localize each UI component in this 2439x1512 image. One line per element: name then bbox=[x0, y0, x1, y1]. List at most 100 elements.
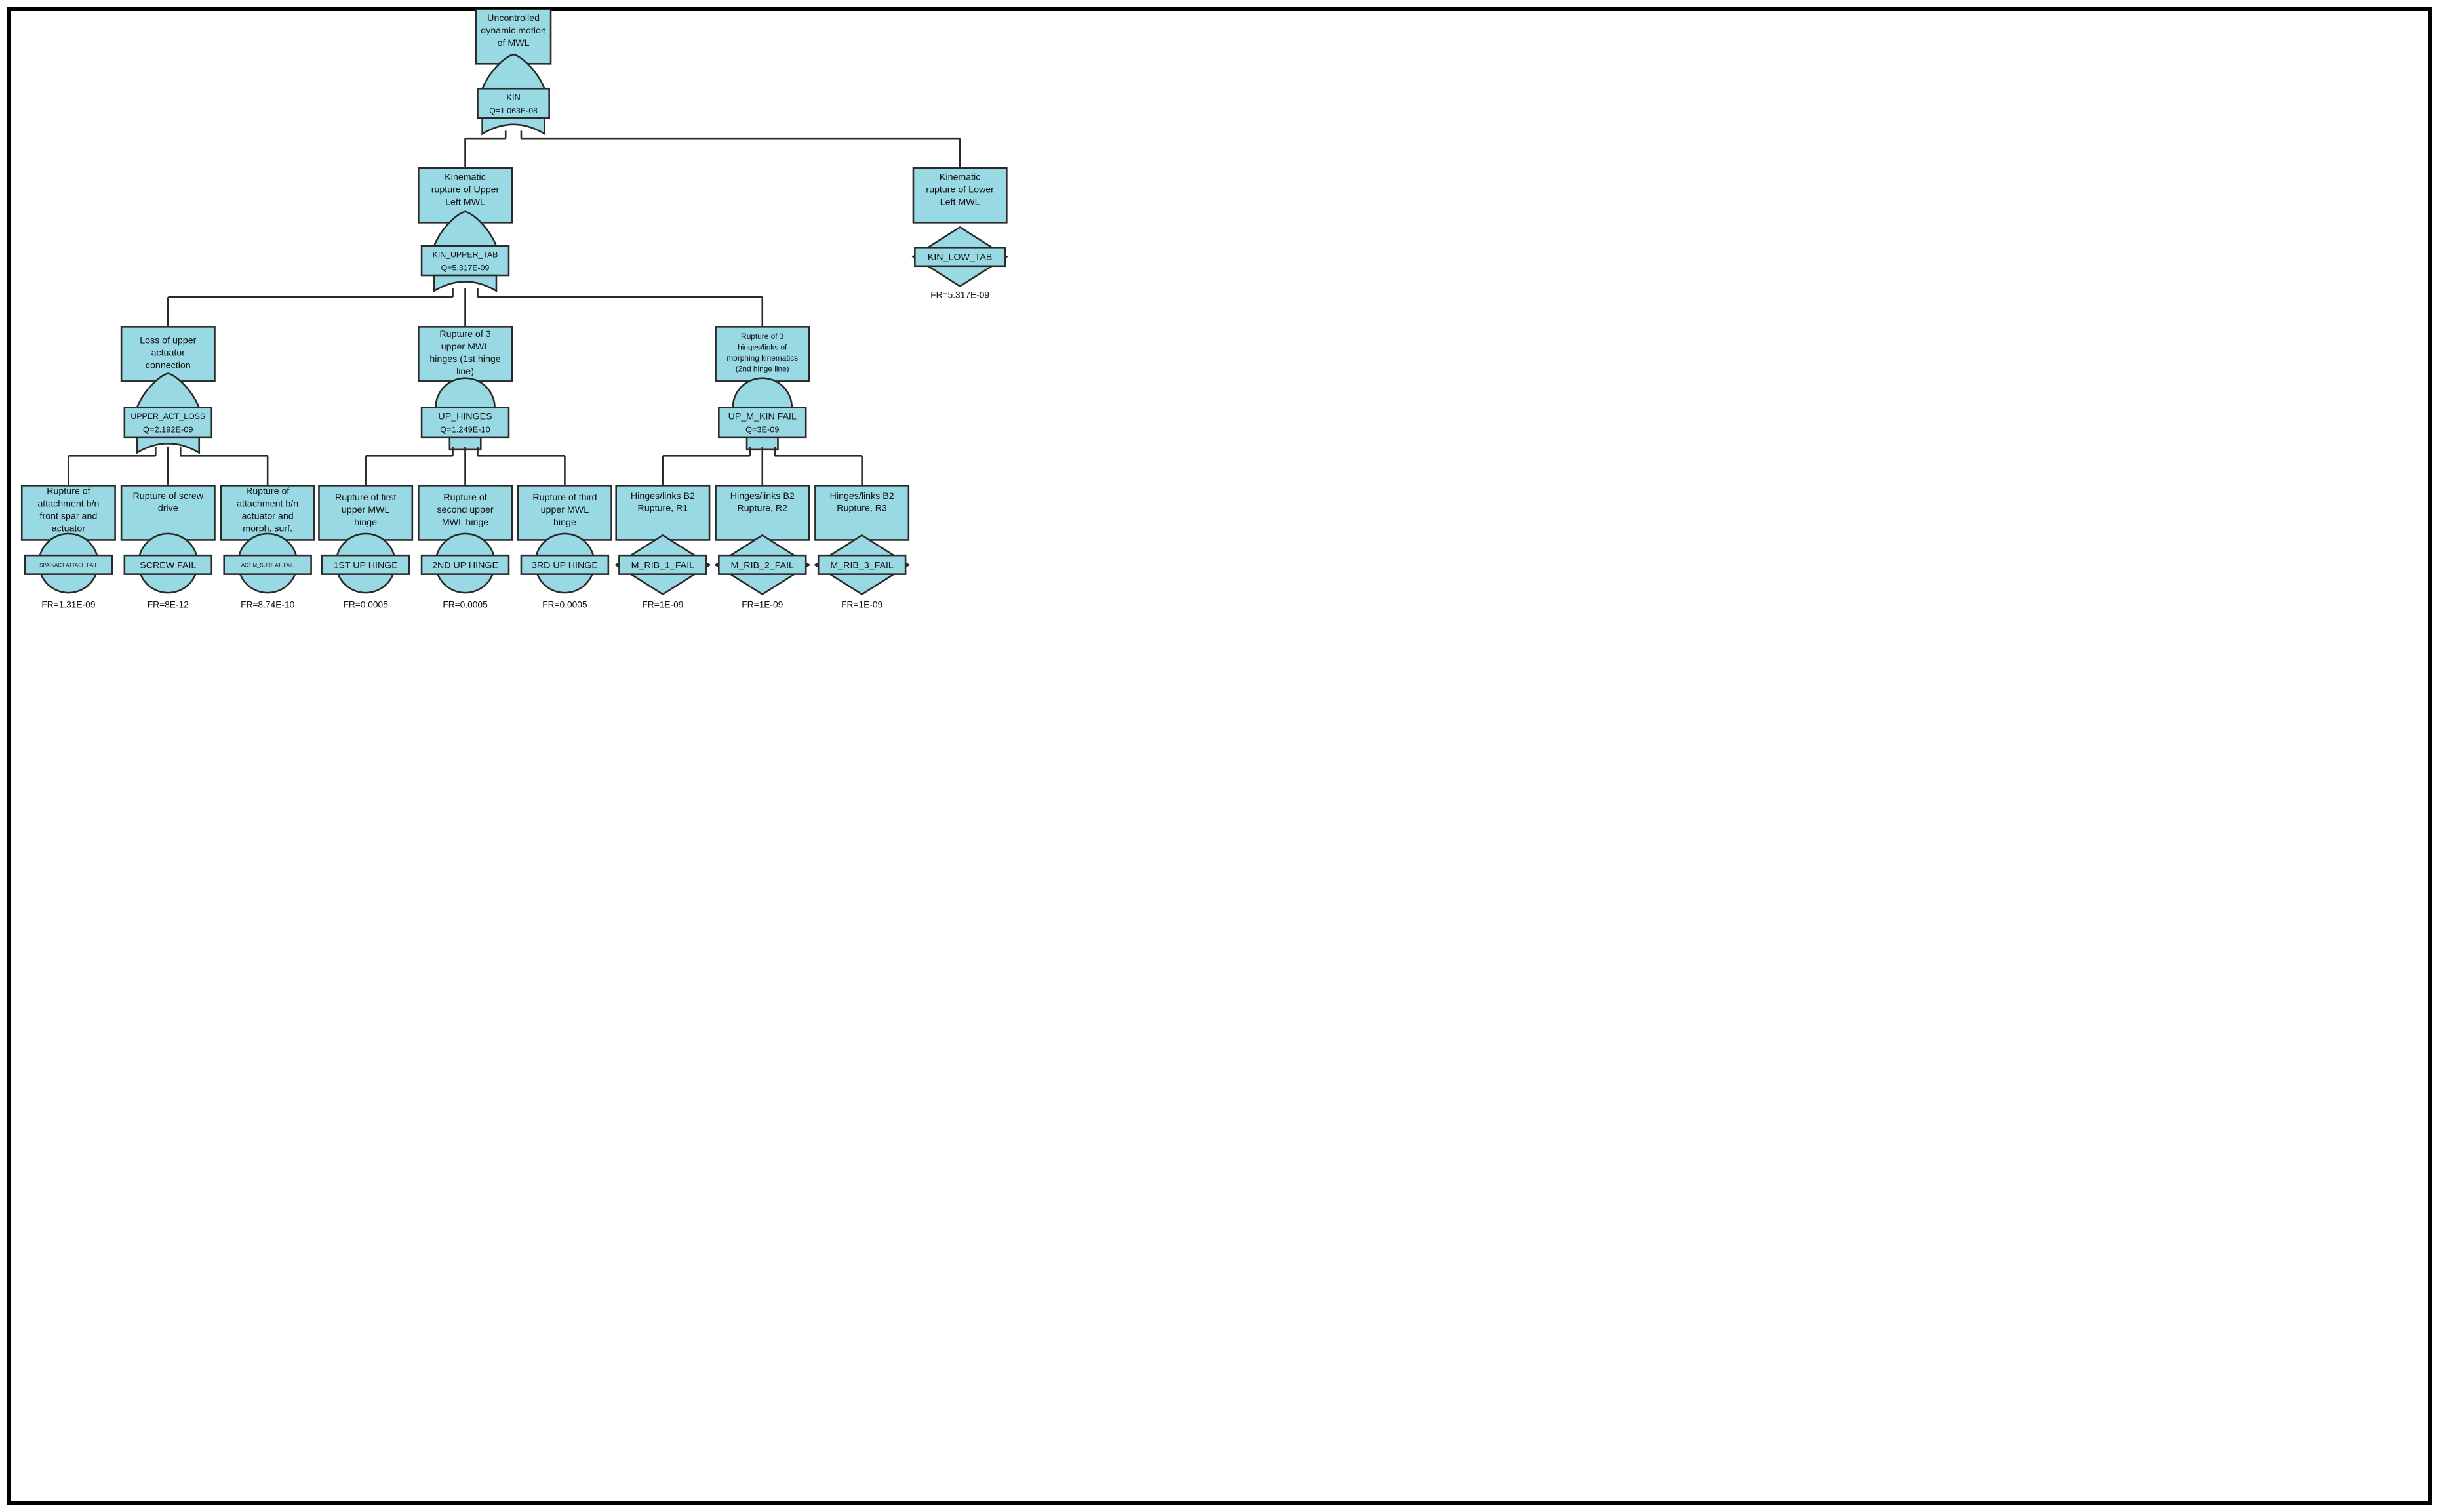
level2-event-label-hinges: hinges (1st hinge bbox=[429, 354, 500, 365]
upper-event-label: Kinematic bbox=[445, 172, 485, 182]
diagram-frame bbox=[7, 7, 2432, 1505]
leaf-event-label-6: upper MWL bbox=[541, 505, 589, 515]
leaf-event-name-box-3 bbox=[223, 554, 312, 575]
leaf-event-label-7: Rupture, R1 bbox=[638, 504, 688, 514]
leaf-event-label-9: Rupture, R3 bbox=[837, 504, 887, 514]
kin-gate-name: KIN bbox=[506, 92, 520, 102]
leaf-event-label-6: Rupture of third bbox=[532, 492, 597, 503]
level2-event-label-kin: morphing kinematics bbox=[726, 353, 798, 363]
kin-gate-box bbox=[477, 87, 550, 119]
lower-event-label: rupture of Lower bbox=[926, 184, 994, 195]
lower-event-label: Kinematic bbox=[940, 172, 980, 182]
kin-upper-tab-gate-name: KIN_UPPER_TAB bbox=[433, 250, 498, 259]
lower-event-box bbox=[912, 167, 1008, 224]
leaf-event-label-5: MWL hinge bbox=[442, 517, 488, 528]
leaf-event-fr-3: FR=8.74E-10 bbox=[241, 600, 295, 610]
leaf-event-label-2: Rupture of screw bbox=[133, 491, 204, 502]
level2-event-label-hinges: line) bbox=[456, 367, 474, 377]
leaf-event-name-7: M_RIB_1_FAIL bbox=[631, 560, 695, 570]
level2-gate-probability-act: Q=2.192E-09 bbox=[143, 425, 193, 435]
leaf-event-fr-8: FR=1E-09 bbox=[742, 600, 783, 610]
leaf-event-box-4 bbox=[318, 485, 414, 541]
level2-event-box-hinges bbox=[418, 326, 513, 382]
level2-event-label-kin: Rupture of 3 bbox=[741, 332, 784, 341]
leaf-event-label-7: Hinges/links B2 bbox=[631, 491, 695, 502]
level2-or-gate-shape-act bbox=[135, 372, 201, 409]
leaf-event-fr-2: FR=8E-12 bbox=[148, 600, 189, 610]
leaf-event-fr-1: FR=1.31E-09 bbox=[41, 600, 95, 610]
leaf-event-name-6: 3RD UP HINGE bbox=[532, 560, 598, 570]
leaf-event-label-2: drive bbox=[158, 504, 178, 514]
level2-gate-name-act: UPPER_ACT_LOSS bbox=[130, 412, 205, 421]
leaf-event-label-4: upper MWL bbox=[342, 505, 390, 515]
kin-upper-tab-gate-bottom bbox=[433, 274, 498, 293]
level2-gate-name-hinges: UP_HINGES bbox=[438, 412, 492, 422]
leaf-event-fr-6: FR=0.0005 bbox=[542, 600, 587, 610]
leaf-event-box-3 bbox=[220, 485, 315, 541]
leaf-event-label-8: Rupture, R2 bbox=[737, 504, 787, 514]
leaf-event-label-8: Hinges/links B2 bbox=[730, 491, 795, 502]
leaf-event-box-5 bbox=[418, 485, 513, 541]
leaf-event-box-8 bbox=[715, 485, 810, 541]
leaf-event-label-4: Rupture of first bbox=[335, 492, 396, 503]
level2-event-label-act: Loss of upper bbox=[140, 335, 196, 346]
level2-event-label-kin: hinges/links of bbox=[738, 343, 787, 352]
leaf-event-name-box-9 bbox=[817, 554, 907, 575]
leaf-event-name-box-5 bbox=[420, 554, 510, 575]
leaf-event-name-box-6 bbox=[520, 554, 610, 575]
leaf-event-name-3: ACT M_SURF AT. FAIL bbox=[241, 563, 294, 568]
leaf-event-name-1: SPAR/ACT ATTACH FAIL bbox=[39, 563, 98, 568]
kin-gate-probability: Q=1.063E-08 bbox=[489, 106, 538, 115]
leaf-event-label-1: actuator bbox=[52, 524, 86, 534]
kin-low-tab-name: KIN_LOW_TAB bbox=[928, 252, 993, 262]
level2-gate-bottom-act bbox=[136, 436, 201, 454]
leaf-event-name-box-4 bbox=[321, 554, 410, 575]
level2-event-box-act bbox=[120, 326, 216, 382]
level2-event-label-act: actuator bbox=[151, 348, 186, 358]
leaf-event-name-2: SCREW FAIL bbox=[140, 560, 196, 570]
leaf-event-label-1: Rupture of bbox=[47, 487, 90, 497]
kin-or-gate-shape bbox=[481, 53, 546, 90]
leaf-event-label-3: morph. surf. bbox=[243, 524, 292, 534]
level2-gate-box-hinges bbox=[420, 407, 510, 439]
kin-gate-bottom bbox=[481, 117, 545, 136]
leaf-event-label-4: hinge bbox=[354, 517, 377, 528]
leaf-event-label-5: second upper bbox=[437, 505, 493, 515]
top-event-label: dynamic motion bbox=[481, 26, 546, 36]
leaf-event-label-1: attachment b/n bbox=[37, 499, 99, 509]
leaf-event-name-4: 1ST UP HINGE bbox=[334, 560, 398, 570]
lower-event-label: Left MWL bbox=[940, 197, 980, 207]
leaf-event-label-1: front spar and bbox=[40, 511, 98, 522]
leaf-event-fr-5: FR=0.0005 bbox=[443, 600, 488, 610]
leaf-event-label-3: Rupture of bbox=[246, 487, 289, 497]
level2-event-label-act: connection bbox=[146, 360, 191, 370]
level2-event-box-kin bbox=[715, 326, 810, 382]
level2-gate-probability-hinges: Q=1.249E-10 bbox=[440, 425, 490, 435]
leaf-event-name-box-1 bbox=[24, 554, 113, 575]
kin-low-tab-fr: FR=5.317E-09 bbox=[930, 290, 989, 300]
leaf-event-label-3: attachment b/n bbox=[237, 499, 298, 509]
leaf-event-label-3: actuator and bbox=[242, 511, 294, 522]
leaf-event-name-box-8 bbox=[718, 554, 807, 575]
leaf-event-name-5: 2ND UP HINGE bbox=[432, 560, 498, 570]
leaf-event-label-6: hinge bbox=[553, 517, 576, 528]
level2-and-gate-shape-hinges bbox=[435, 377, 496, 409]
level2-event-label-hinges: Rupture of 3 bbox=[439, 329, 490, 340]
leaf-event-box-9 bbox=[814, 485, 910, 541]
leaf-event-fr-4: FR=0.0005 bbox=[343, 600, 388, 610]
leaf-event-fr-9: FR=1E-09 bbox=[841, 600, 882, 610]
upper-event-label: Left MWL bbox=[445, 197, 485, 207]
level2-event-label-hinges: upper MWL bbox=[441, 342, 490, 352]
leaf-event-box-2 bbox=[120, 485, 216, 541]
level2-gate-probability-kin: Q=3E-09 bbox=[745, 425, 780, 435]
leaf-event-fr-7: FR=1E-09 bbox=[642, 600, 683, 610]
upper-event-label: rupture of Upper bbox=[431, 184, 500, 195]
level2-and-gate-shape-kin bbox=[732, 377, 793, 409]
leaf-event-name-9: M_RIB_3_FAIL bbox=[830, 560, 894, 570]
leaf-event-name-box-7 bbox=[618, 554, 707, 575]
level2-gate-name-kin: UP_M_KIN FAIL bbox=[728, 412, 797, 422]
top-event-label: Uncontrolled bbox=[487, 13, 540, 24]
leaf-event-name-8: M_RIB_2_FAIL bbox=[731, 560, 795, 570]
